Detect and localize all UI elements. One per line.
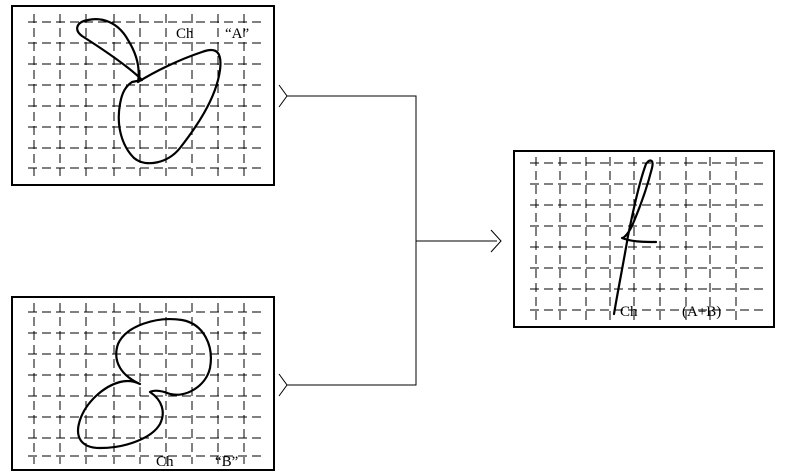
panel-a-frame — [11, 5, 275, 186]
panel-b-input-chevron — [278, 373, 288, 397]
panel-sum-signal-label: (A+B) — [682, 304, 721, 320]
combiner-wiring — [278, 84, 502, 397]
panel-b-frame — [11, 296, 275, 471]
panel-a: Ch “A” — [11, 5, 275, 186]
panel-a-signal-label: “A” — [225, 26, 249, 42]
panel-b-signal-label: “B” — [215, 454, 238, 470]
panel-b-waveform — [76, 318, 212, 450]
panel-a-waveform — [76, 18, 222, 165]
panel-b-channel-label: Ch — [156, 454, 174, 470]
wire-a — [287, 95, 417, 386]
panel-b-grid — [28, 303, 264, 464]
panel-sum-channel-label: Ch — [620, 304, 638, 320]
output-arrow-icon — [490, 229, 502, 253]
panel-sum-frame — [513, 150, 775, 328]
panel-a-grid — [28, 14, 264, 176]
panel-sum-waveform — [612, 159, 658, 316]
panel-sum: Ch (A+B) — [513, 150, 775, 328]
panel-a-input-chevron — [278, 84, 288, 108]
panel-b: Ch “B” — [11, 296, 275, 471]
panel-a-channel-label: Ch — [176, 26, 194, 42]
